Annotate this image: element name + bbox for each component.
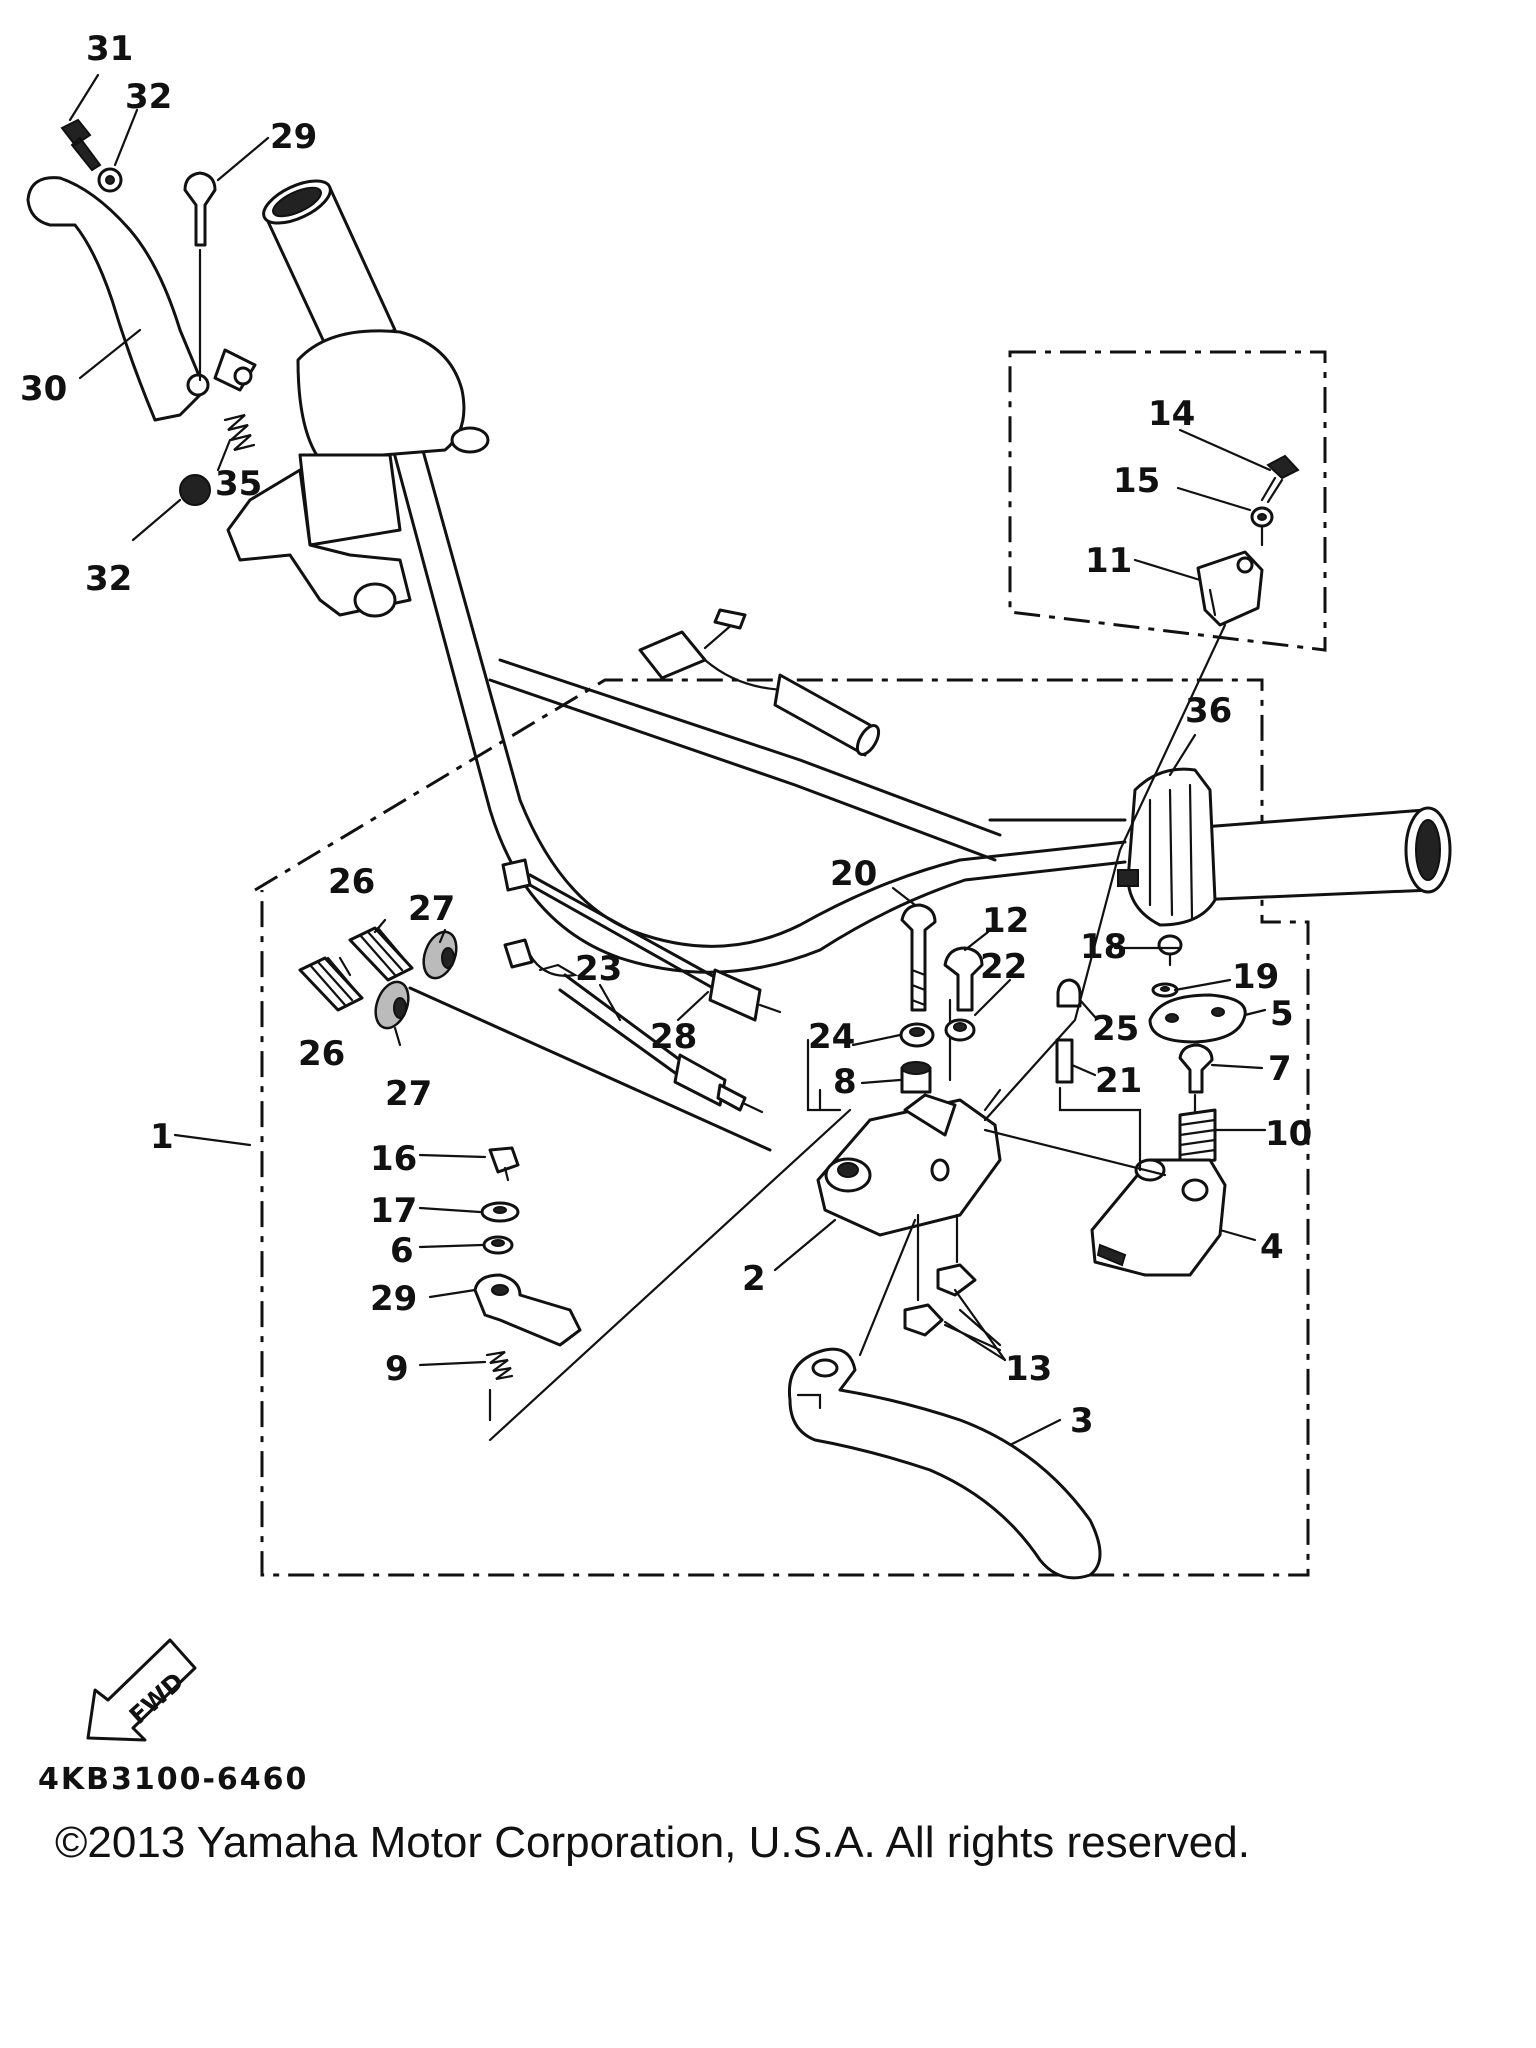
part-label: 1 <box>150 1117 174 1157</box>
bracket-29 <box>473 1273 582 1347</box>
nut-13-lower <box>903 1303 944 1337</box>
part-label: 21 <box>1095 1061 1142 1101</box>
spring-9 <box>485 1350 514 1381</box>
washer-19 <box>1151 982 1179 998</box>
part-label: 23 <box>575 949 622 989</box>
handlebar <box>390 438 1127 974</box>
pin-25 <box>1056 978 1082 1008</box>
part-label: 12 <box>982 901 1029 941</box>
part-label: 29 <box>370 1279 417 1319</box>
assembly-1-boundary <box>254 678 1310 1577</box>
collar-24 <box>899 1022 935 1048</box>
spring-10 <box>1178 1108 1217 1167</box>
washer-6 <box>482 1235 514 1255</box>
bolt-33 <box>60 118 102 172</box>
part-label: 36 <box>1185 691 1232 731</box>
lever-3 <box>787 1347 1102 1580</box>
spring-35 <box>223 413 256 452</box>
part-label: 19 <box>1232 957 1279 997</box>
housing-4 <box>1090 1158 1227 1277</box>
part-label: 10 <box>1265 1114 1312 1154</box>
part-label: 26 <box>298 1034 345 1074</box>
part-label: 15 <box>1113 461 1160 501</box>
part-label: 26 <box>328 862 375 902</box>
part-label: 13 <box>1005 1349 1052 1389</box>
plate-5 <box>1148 993 1247 1044</box>
lever-bracket-2 <box>816 1093 1002 1237</box>
switch-11 <box>1196 550 1264 627</box>
part-label: 9 <box>385 1349 409 1389</box>
part-label: 30 <box>20 369 67 409</box>
screw-16 <box>488 1146 520 1182</box>
cable-23 <box>503 938 764 1114</box>
locknut-27-lower <box>374 980 410 1030</box>
part-label: 3 <box>1070 1401 1094 1441</box>
part-label: 35 <box>215 464 262 504</box>
part-labels: 31 32 29 30 35 32 14 15 11 36 20 12 22 2… <box>20 29 1312 1441</box>
copyright-notice: ©2013 Yamaha Motor Corporation, U.S.A. A… <box>55 1818 1250 1867</box>
upper-cable <box>638 608 881 757</box>
part-label: 14 <box>1148 394 1195 434</box>
forward-arrow: FWD <box>86 1638 197 1742</box>
part-label: 5 <box>1270 994 1294 1034</box>
screw-14 <box>1260 454 1300 504</box>
left-lever <box>26 176 257 422</box>
part-label: 8 <box>833 1062 857 1102</box>
assembly-11-boundary <box>1008 350 1327 652</box>
left-grip <box>262 179 397 357</box>
adjuster-26-upper <box>348 926 414 982</box>
collar-22 <box>944 1018 976 1042</box>
right-grip <box>1188 806 1452 902</box>
part-label: 28 <box>650 1017 697 1057</box>
bolt-20 <box>900 903 937 1012</box>
part-label: 17 <box>370 1191 417 1231</box>
left-switch-housing <box>226 329 490 618</box>
part-label: 7 <box>1268 1049 1292 1089</box>
bolt-31 <box>183 171 217 247</box>
nut-13-upper <box>936 1263 977 1297</box>
bolt-12 <box>943 946 984 1012</box>
part-label: 4 <box>1260 1227 1284 1267</box>
part-label: 24 <box>808 1017 855 1057</box>
part-label: 16 <box>370 1139 417 1179</box>
part-label: 32 <box>85 559 132 599</box>
part-label: 18 <box>1080 927 1127 967</box>
adjuster-26-lower <box>298 956 364 1012</box>
washer-17 <box>480 1201 520 1223</box>
pin-21 <box>1055 1038 1074 1084</box>
right-switch-36 <box>1117 767 1217 927</box>
part-label: 27 <box>408 889 455 929</box>
bolt-7 <box>1178 1043 1214 1094</box>
part-label: 22 <box>980 947 1027 987</box>
bushing-8 <box>900 1061 932 1094</box>
nut-32 <box>179 474 211 506</box>
part-label: 11 <box>1085 541 1132 581</box>
part-label: 25 <box>1092 1009 1139 1049</box>
drawing-code: 4KB3100-6460 <box>38 1762 309 1797</box>
part-label: 2 <box>742 1259 766 1299</box>
part-label: 27 <box>385 1074 432 1114</box>
part-label: 20 <box>830 854 877 894</box>
part-label: 6 <box>390 1231 414 1271</box>
part-label: 31 <box>86 29 133 69</box>
leader-lines <box>68 73 1272 1447</box>
part-label: 29 <box>270 117 317 157</box>
screw-18 <box>1157 934 1183 967</box>
cable-28 <box>501 858 782 1022</box>
locknut-27-upper <box>422 930 458 980</box>
part-label: 32 <box>125 77 172 117</box>
washer-15 <box>1250 506 1274 528</box>
